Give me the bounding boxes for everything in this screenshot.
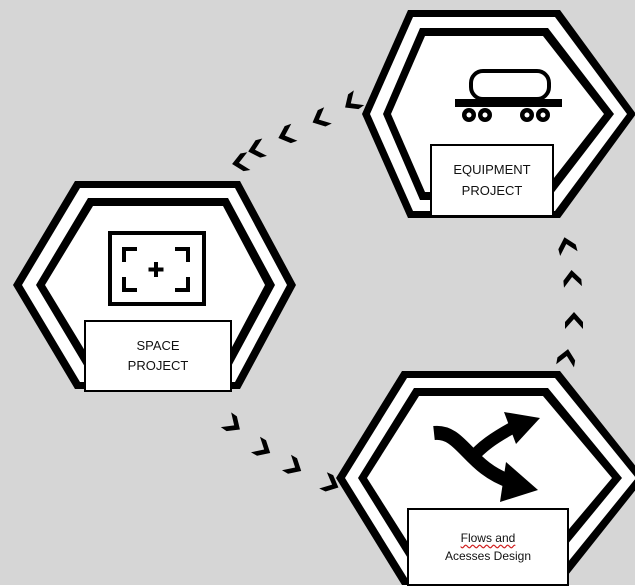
space-label-line-1: SPACE [136, 337, 180, 353]
space-label-line-2: PROJECT [127, 358, 189, 373]
connector-chevron [248, 138, 267, 158]
connector-chevron [220, 412, 240, 432]
add-frame-icon [108, 231, 206, 306]
space-project-label: SPACE PROJECT [84, 320, 232, 392]
connector-chevron [565, 312, 583, 329]
connector-chevron [281, 454, 302, 474]
connector-chevron [345, 90, 365, 110]
equipment-label-line-1: EQUIPMENT [453, 162, 531, 178]
connector-chevron [250, 436, 271, 456]
connector-chevron [232, 152, 251, 172]
flows-label-line-1: Flows and [460, 531, 516, 545]
connectors [220, 90, 583, 492]
flows-design-label: Flows and Acesses Design [407, 508, 569, 586]
connector-chevron [558, 237, 578, 256]
equipment-label-line-2: PROJECT [461, 182, 523, 198]
equipment-project-label: EQUIPMENT PROJECT [430, 144, 554, 217]
connector-chevron [319, 472, 339, 492]
crossing-arrows-icon [433, 412, 540, 502]
railcar-icon [455, 69, 562, 122]
connector-chevron [556, 349, 576, 368]
connector-chevron [312, 107, 332, 127]
connector-chevron [563, 270, 582, 288]
connector-chevron [278, 123, 298, 144]
flows-label-line-2: Acesses Design [444, 549, 532, 563]
